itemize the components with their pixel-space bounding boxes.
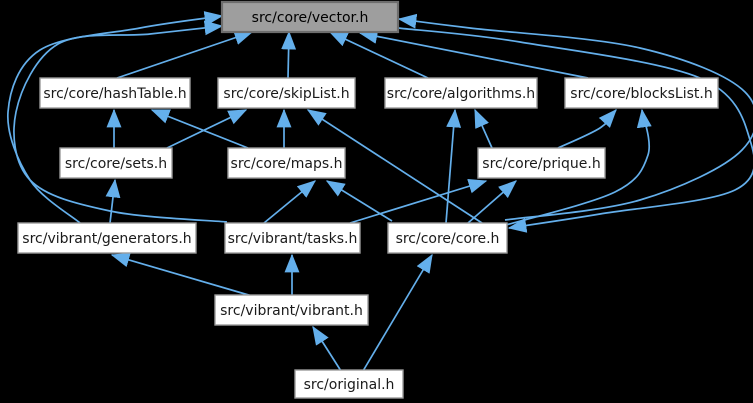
edge-prique-to-algorithms [474, 108, 493, 149]
node-tasks-box[interactable] [224, 222, 361, 254]
node-skipList-box[interactable] [217, 77, 356, 109]
edge-core-to-maps [325, 180, 393, 222]
edge-maps-to-hashTable [150, 109, 249, 149]
edge-generators-to-sets [105, 178, 121, 224]
node-maps[interactable]: src/core/maps.h [227, 147, 346, 179]
node-generators[interactable]: src/vibrant/generators.h [17, 222, 197, 254]
edge-generators-to-vector [7, 11, 224, 224]
edge-sets-to-skipList [166, 109, 248, 149]
node-hashTable[interactable]: src/core/hashTable.h [39, 77, 191, 109]
node-original[interactable]: src/original.h [294, 369, 404, 399]
node-original-box[interactable] [294, 369, 404, 399]
node-vector[interactable]: src/core/vector.h [220, 0, 400, 34]
edge-core-to-algorithms [445, 108, 462, 224]
edge-core-to-skipList [306, 109, 483, 224]
node-vibrant[interactable]: src/vibrant/vibrant.h [214, 294, 369, 326]
node-skipList[interactable]: src/core/skipList.h [217, 77, 356, 109]
node-prique-box[interactable] [477, 147, 606, 179]
edge-tasks-to-prique [349, 178, 488, 224]
edge-tasks-to-maps [263, 180, 317, 224]
edge-core-to-vector [397, 13, 753, 221]
node-vibrant-box[interactable] [214, 294, 369, 326]
node-core-box[interactable] [387, 222, 508, 254]
edge-blocksList-to-vector [358, 29, 589, 79]
edge-skipList-to-vector [281, 30, 297, 79]
edge-vibrant-to-generators [110, 252, 253, 297]
edge-core-to-prique [467, 180, 517, 224]
node-hashTable-box[interactable] [39, 77, 191, 109]
node-algorithms-box[interactable] [384, 77, 538, 109]
edge-prique-to-blocksList [557, 109, 617, 149]
node-tasks[interactable]: src/vibrant/tasks.h [224, 222, 361, 254]
edge-hashTable-to-vector [116, 30, 254, 79]
node-algorithms[interactable]: src/core/algorithms.h [384, 77, 538, 109]
node-prique[interactable]: src/core/prique.h [477, 147, 606, 179]
node-vector-box[interactable] [220, 0, 400, 34]
node-maps-box[interactable] [227, 147, 346, 179]
node-sets[interactable]: src/core/sets.h [59, 147, 173, 179]
edge-vector-to-core [397, 27, 753, 233]
node-blocksList-box[interactable] [564, 77, 719, 109]
edge-tasks-to-vector [13, 20, 228, 223]
edge-original-to-core [362, 253, 433, 372]
node-generators-box[interactable] [17, 222, 197, 254]
node-sets-box[interactable] [59, 147, 173, 179]
node-core[interactable]: src/core/core.h [387, 222, 508, 254]
edge-original-to-vibrant [312, 325, 342, 372]
edge-algorithms-to-vector [328, 31, 429, 79]
node-blocksList[interactable]: src/core/blocksList.h [564, 77, 719, 109]
edge-core-to-blocksList [505, 108, 652, 226]
